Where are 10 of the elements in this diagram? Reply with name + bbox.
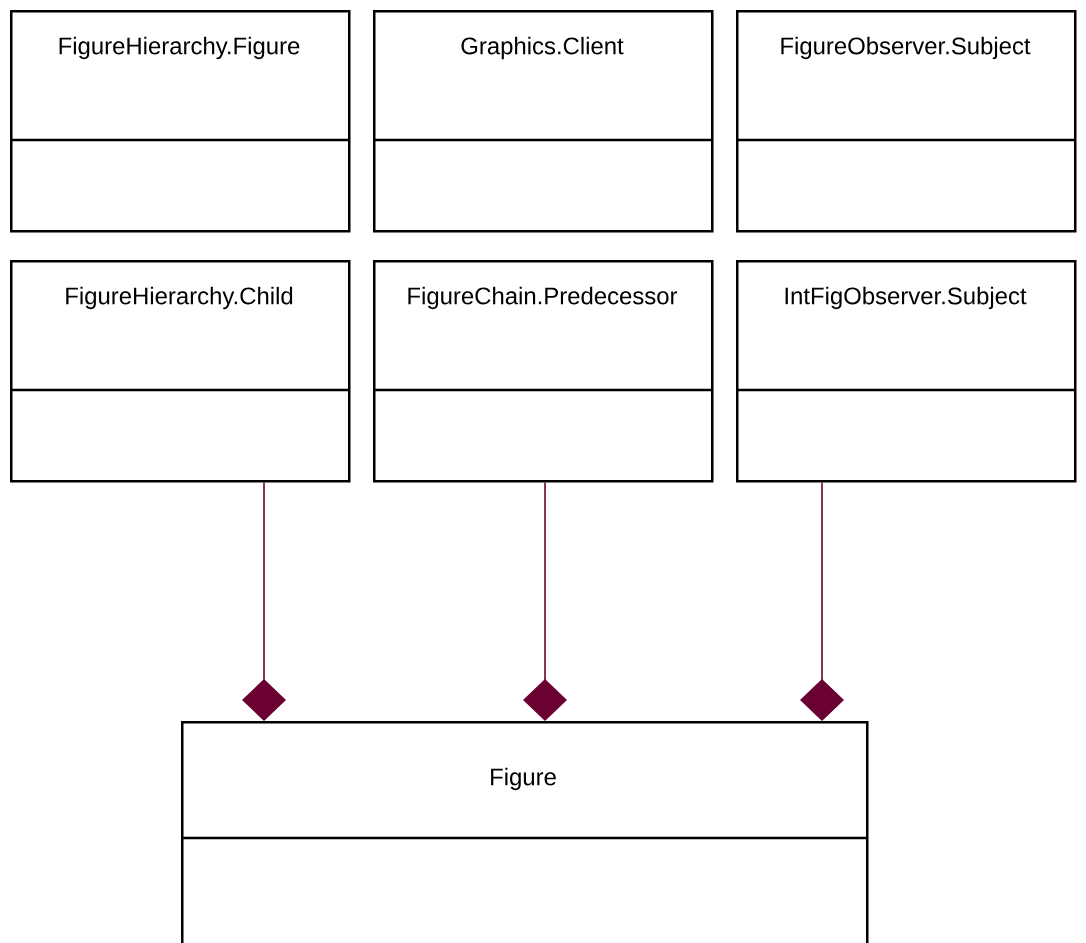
class-box: IntFigObserver.Subject: [736, 260, 1077, 483]
class-box: FigureObserver.Subject: [736, 10, 1077, 233]
class-box: FigureHierarchy.Figure: [10, 10, 351, 233]
composition-arrow: [242, 481, 286, 721]
class-box: FigureChain.Predecessor: [373, 260, 714, 483]
composition-arrow: [523, 481, 567, 721]
composition-arrow: [800, 481, 844, 721]
class-box: Graphics.Client: [373, 10, 714, 233]
class-box: Figure: [181, 721, 869, 943]
class-box: FigureHierarchy.Child: [10, 260, 351, 483]
